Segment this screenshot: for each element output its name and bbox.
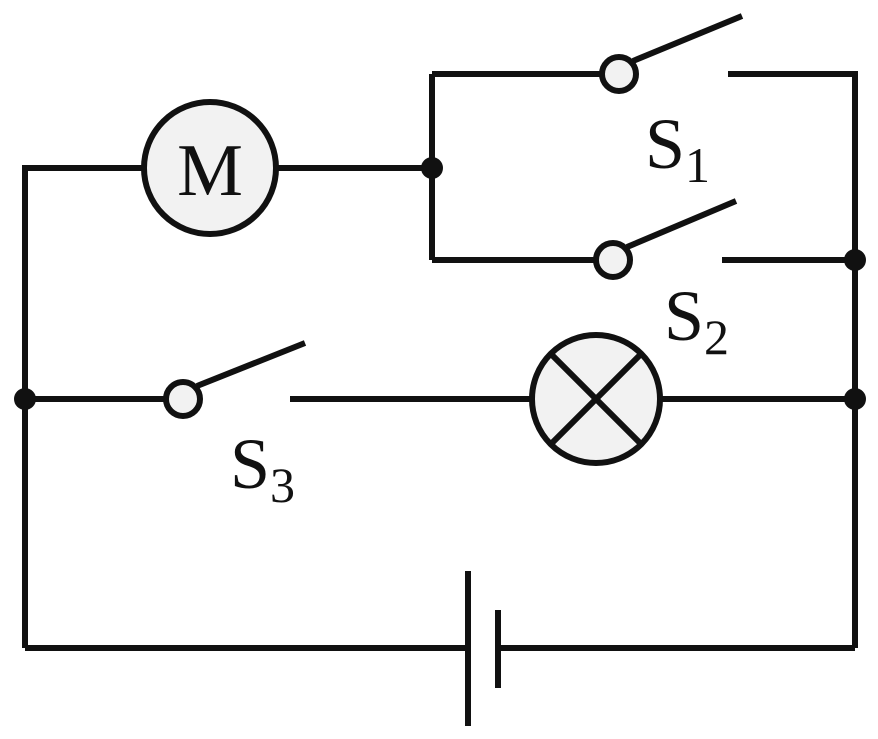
switch-s3-label: S3 <box>230 424 295 513</box>
switch-s2-letter: S <box>664 276 704 356</box>
switch-s2-label: S2 <box>664 276 729 365</box>
switch-s1-subscript: 1 <box>685 137 710 193</box>
wire-s1-right <box>728 71 858 648</box>
battery <box>465 571 501 726</box>
switch-s1-lever <box>631 13 744 64</box>
switch-s1-letter: S <box>645 104 685 184</box>
switch-s3-letter: S <box>230 424 270 504</box>
switch-s3: S3 <box>163 340 307 513</box>
switch-s3-lever <box>195 340 307 389</box>
switch-s2-subscript: 2 <box>704 309 729 365</box>
wire-left-top <box>22 165 142 648</box>
switch-s2: S2 <box>593 198 738 365</box>
motor-icon <box>141 99 279 237</box>
motor-label: M <box>177 130 243 212</box>
switch-s2-lever <box>625 198 738 250</box>
junction-node-left <box>14 388 36 410</box>
switch-s1: S1 <box>599 13 744 193</box>
junction-nodes <box>14 157 866 410</box>
switch-s3-pivot <box>163 379 203 419</box>
switch-s3-subscript: 3 <box>270 457 295 513</box>
lamp <box>529 332 663 466</box>
lamp-cross-line-2 <box>548 351 644 447</box>
junction-node-motor <box>421 157 443 179</box>
motor: M <box>141 99 279 237</box>
switch-s1-pivot <box>599 54 639 94</box>
wires <box>22 71 858 651</box>
switch-s1-label: S1 <box>645 104 710 193</box>
junction-node-s2-right <box>844 249 866 271</box>
switch-s2-pivot <box>593 240 633 280</box>
junction-node-lamp-right <box>844 388 866 410</box>
